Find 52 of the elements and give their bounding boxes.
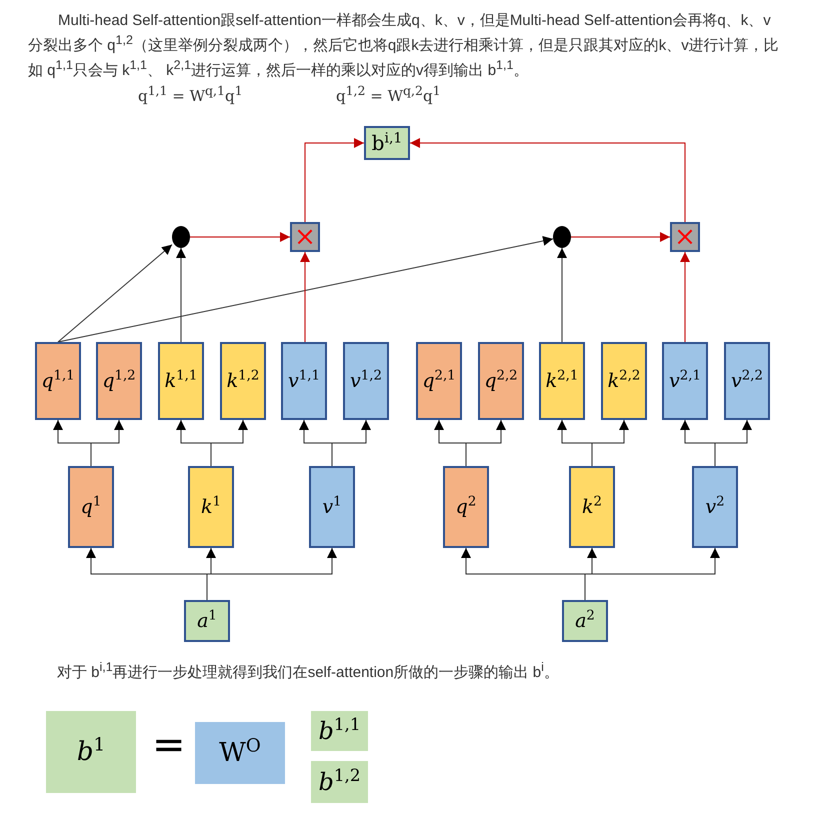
arrow	[176, 248, 186, 342]
arrow	[90, 420, 124, 466]
vector-box: q$^{2,2}$	[478, 342, 524, 420]
paragraph: 对于 b$^{i,1}$再进行一步处理就得到我们在self-attention所做的一步骤的输出 b$^{i}$。	[57, 663, 559, 682]
arrow	[680, 252, 690, 342]
vector-box: v$^{1}$	[309, 466, 355, 548]
multiply-box: ×	[290, 222, 320, 252]
output-box: b$^{i,1}$	[364, 126, 410, 160]
vector-box: q$^{1,2}$	[96, 342, 142, 420]
dot-product-node	[172, 226, 190, 248]
vector-box: q$^{1,1}$	[35, 342, 81, 420]
arrow	[58, 236, 554, 342]
vector-box: q$^{2,1}$	[416, 342, 462, 420]
vector-box: v$^{1,2}$	[343, 342, 389, 420]
dot-product-node	[553, 226, 571, 248]
head-output-box: b$^{1,2}$	[311, 761, 368, 803]
vector-box: k$^{1}$	[188, 466, 234, 548]
vector-box: v$^{2}$	[692, 466, 738, 548]
input-box: a$^{2}$	[562, 600, 608, 642]
vector-box: q$^{2}$	[443, 466, 489, 548]
arrow	[300, 252, 310, 342]
vector-box: k$^{1,1}$	[158, 342, 204, 420]
arrow	[304, 138, 364, 222]
vector-box: q$^{1}$	[68, 466, 114, 548]
arrow	[557, 248, 567, 342]
vector-box: k$^{2}$	[569, 466, 615, 548]
arrow	[332, 420, 371, 466]
vector-box: v$^{1,1}$	[281, 342, 327, 420]
paragraph: Multi-head Self-attention跟self-attention一样都会生成q、k、v，但是Multi-head Self-attention会再将q、k、v分裂出多个 q$^{1,2}$（这里举例分裂成两个），然后它也将q跟k去进行相乘计算，但是只跟其对应的k、v进行计算，比如 q$^{1,1}$只会与 k$^{1,1}$、 k$^{2,1}$进行运算，然后一样的乘以对应的v得到输出 b$^{1,1}$。	[28, 11, 780, 81]
multiply-box: ×	[670, 222, 700, 252]
weight-matrix-box: W$^{O}$	[195, 722, 285, 784]
arrow	[190, 232, 290, 242]
arrow	[584, 548, 720, 600]
arrow	[570, 232, 670, 242]
vector-box: v$^{2,1}$	[662, 342, 708, 420]
arrow	[210, 420, 248, 466]
vector-box: v$^{2,2}$	[724, 342, 770, 420]
arrow	[410, 138, 686, 222]
vector-box: k$^{2,1}$	[539, 342, 585, 420]
vector-box: k$^{1,2}$	[220, 342, 266, 420]
equals-sign: =	[152, 722, 186, 768]
arrow	[206, 548, 337, 600]
arrow	[714, 420, 752, 466]
formula: q$^{1,1}$ = W$^{q,1}$q$^{1}$	[138, 87, 243, 105]
head-output-box: b$^{1,1}$	[311, 711, 368, 751]
arrow	[466, 420, 506, 466]
arrow	[58, 244, 172, 342]
vector-box: k$^{2,2}$	[601, 342, 647, 420]
input-box: a$^{1}$	[184, 600, 230, 642]
arrow	[592, 420, 629, 466]
output-vector-box: b$^{1}$	[46, 711, 136, 793]
formula: q$^{1,2}$ = W$^{q,2}$q$^{1}$	[336, 87, 441, 105]
